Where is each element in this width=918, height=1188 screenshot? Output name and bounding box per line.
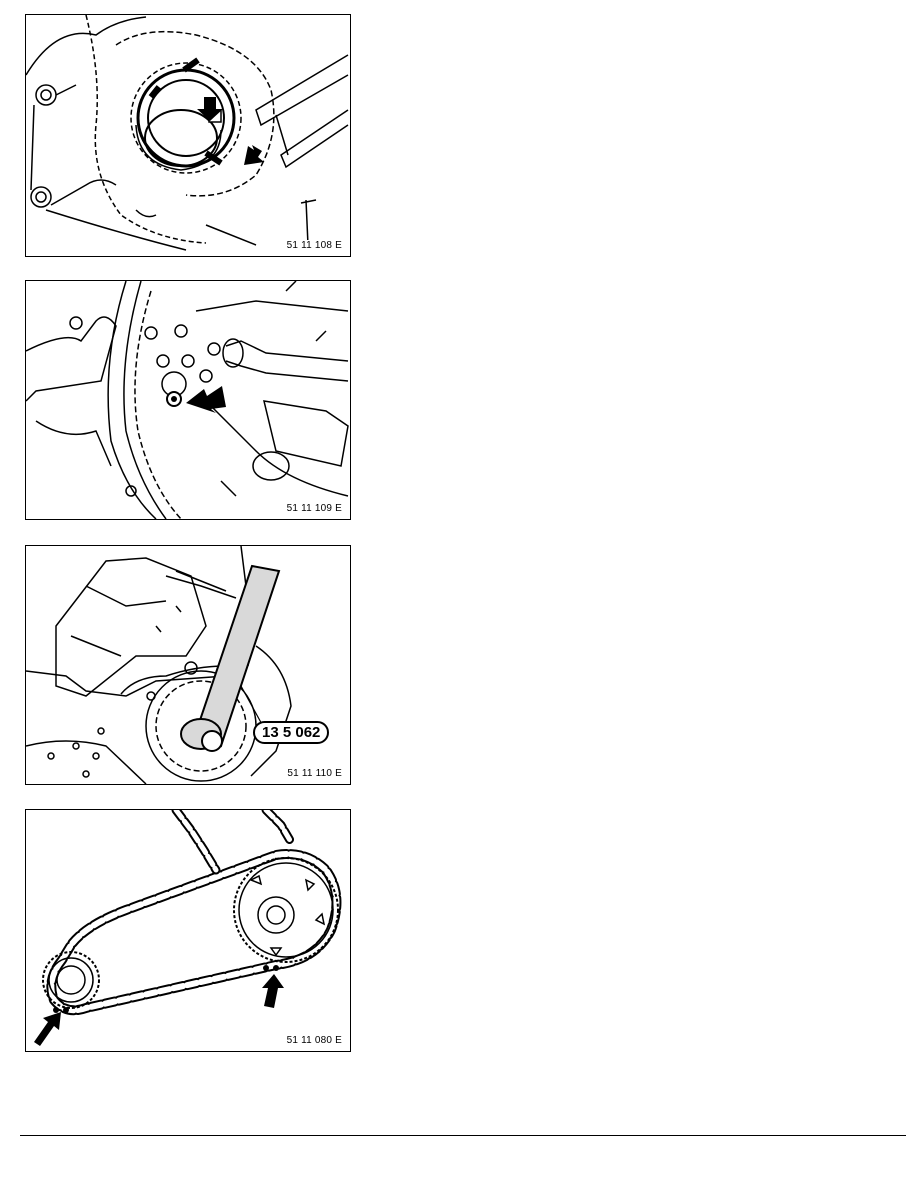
figure-code: 51 11 110 E xyxy=(285,768,344,779)
illustration-cover-bolt xyxy=(26,281,349,519)
tool-number-badge: 13 5 062 xyxy=(253,721,330,744)
illustration-timing-chain xyxy=(34,810,342,1046)
figure-special-tool: 13 5 062 51 11 110 E xyxy=(25,545,351,785)
figure-code: 51 11 080 E xyxy=(284,1035,344,1046)
figure-cover-bolt: 51 11 109 E xyxy=(25,280,351,520)
footer-divider xyxy=(20,1135,906,1136)
figure-code: 51 11 108 E xyxy=(284,240,344,251)
figure-timing-chain: 51 11 080 E xyxy=(25,809,351,1052)
figure-code: 51 11 109 E xyxy=(284,503,344,514)
figure-crankshaft-seal: 51 11 108 E xyxy=(25,14,351,257)
illustration-special-tool xyxy=(26,546,292,784)
illustration-crankshaft-seal xyxy=(26,15,349,251)
